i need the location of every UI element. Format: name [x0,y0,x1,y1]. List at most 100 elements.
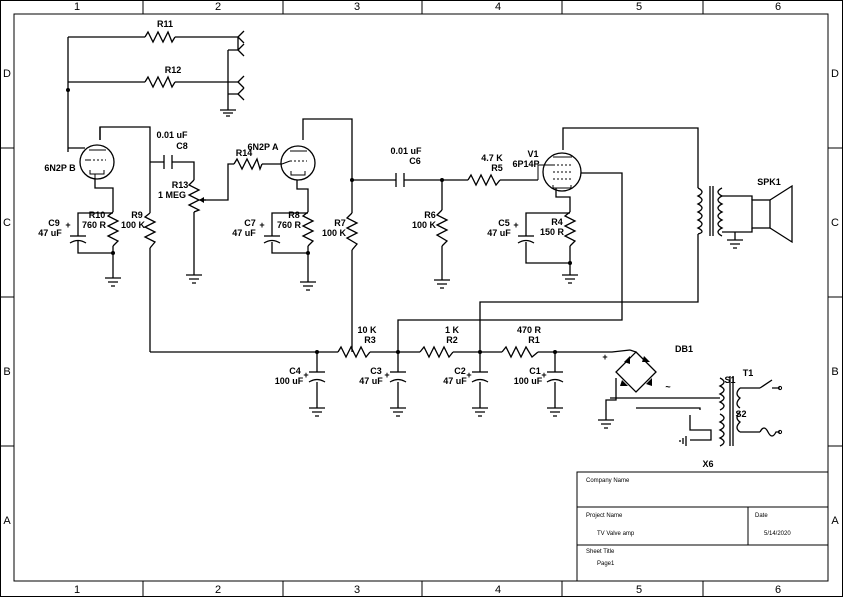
c2-ref: C2 [454,366,466,376]
capacitor-c2: C2 47 uF + [443,366,489,386]
r9-ref: R9 [131,210,143,220]
resistor-r1: 470 R R1 [501,325,542,359]
wires [67,36,753,441]
company-name-label: Company Name [586,478,630,484]
ground-symbols [105,239,743,446]
r8-ref: R8 [288,210,300,220]
zone-col-1-top: 1 [74,1,80,13]
potentiometer-r13: R13 1 MEG [158,179,206,213]
c1-value: 100 uF [514,376,543,386]
capacitor-c7: C7 47 uF + [232,218,281,244]
c9-plus: + [65,220,70,230]
r4-ref: R4 [551,217,563,227]
zone-row-c-right: C [831,217,839,229]
r5-ref: R5 [491,163,503,173]
c8-ref: C8 [176,141,188,151]
zone-row-b-left: B [3,366,10,378]
c3-value: 47 uF [359,376,383,386]
tube-6n2p-a: 6N2P A [247,142,316,181]
resistor-r12: R12 [144,65,182,89]
x6-ref: X6 [702,459,713,469]
tube-6n2p-b: 6N2P B [44,144,115,180]
v1-ref: V1 [527,149,538,159]
resistor-r6: R6 100 K [412,209,449,247]
resistor-r14: R14 [233,148,263,171]
r13-ref: R13 [172,180,189,190]
feedback-input-connectors [220,30,245,117]
c9-ref: C9 [48,218,60,228]
zone-col-5-bottom: 5 [636,584,642,596]
tube-b-ref: 6N2P B [44,163,76,173]
c7-value: 47 uF [232,228,256,238]
zone-col-4-bottom: 4 [495,584,501,596]
c5-value: 47 uF [487,228,511,238]
t1-s2: S2 [735,409,746,419]
c5-plus: + [513,220,518,230]
zone-col-5-top: 5 [636,1,642,13]
r2-value: 1 K [445,325,460,335]
r6-ref: R6 [424,210,436,220]
c1-ref: C1 [529,366,541,376]
r3-value: 10 K [357,325,377,335]
r9-value: 100 K [121,220,146,230]
c4-ref: C4 [289,366,301,376]
r1-ref: R1 [528,335,540,345]
zone-col-4-top: 4 [495,1,501,13]
zone-row-c-left: C [3,217,11,229]
title-block: Company Name Project Name TV Valve amp D… [576,471,829,582]
c2-plus: + [466,370,471,380]
resistor-r9: R9 100 K [121,210,157,249]
v1-value: 6P14P [512,159,539,169]
resistor-r10: R10 760 R [82,210,120,247]
zone-row-d-right: D [831,68,839,80]
capacitor-c9: C9 47 uF + [38,218,87,244]
zone-col-6-bottom: 6 [775,584,781,596]
resistor-r7: R7 100 K [322,212,359,251]
tube-v1: V1 6P14P [512,149,582,192]
zone-row-a-right: A [831,515,839,527]
power-transformer-t1: T1 S1 S2 X6 [702,368,783,469]
bridge-rectifier-db1: DB1 + ~ [602,344,693,393]
resistor-r5: 4.7 K R5 [467,153,503,187]
resistor-r11: R11 [144,19,176,44]
sheet-title-label: Sheet Title [586,549,615,555]
zone-col-2-top: 2 [215,1,221,13]
date-label: Date [755,513,768,519]
capacitor-c6: 0.01 uF C6 [390,146,422,187]
r12-ref: R12 [165,65,182,75]
date-value: 5/14/2020 [764,531,791,537]
r5-value: 4.7 K [481,153,503,163]
capacitor-c1: C1 100 uF + [514,366,564,386]
r7-value: 100 K [322,228,347,238]
zone-row-d-left: D [3,68,11,80]
r10-value: 760 R [82,220,107,230]
capacitor-c4: C4 100 uF + [275,366,326,386]
speaker-spk1: SPK1 [751,177,793,244]
project-name-value: TV Valve amp [597,531,635,537]
output-transformer [696,186,724,237]
zone-row-a-left: A [3,515,11,527]
spk1-ref: SPK1 [757,177,781,187]
c2-value: 47 uF [443,376,467,386]
db1-plus: + [602,352,607,362]
capacitor-c8: 0.01 uF C8 [156,130,188,169]
c7-plus: + [259,220,264,230]
c3-ref: C3 [370,366,382,376]
c1-plus: + [541,370,546,380]
r1-value: 470 R [517,325,542,335]
c4-value: 100 uF [275,376,304,386]
capacitor-c5: C5 47 uF + [487,218,535,244]
c9-value: 47 uF [38,228,62,238]
r8-value: 760 R [277,220,302,230]
resistor-r3: 10 K R3 [337,325,377,359]
c3-plus: + [384,370,389,380]
zone-col-3-top: 3 [354,1,360,13]
zone-col-3-bottom: 3 [354,584,360,596]
r2-ref: R2 [446,335,458,345]
r13-value: 1 MEG [158,190,186,200]
tube-a-ref: 6N2P A [247,142,279,152]
c5-ref: C5 [498,218,510,228]
c7-ref: C7 [244,218,256,228]
resistor-r2: 1 K R2 [419,325,460,359]
c8-value: 0.01 uF [156,130,188,140]
